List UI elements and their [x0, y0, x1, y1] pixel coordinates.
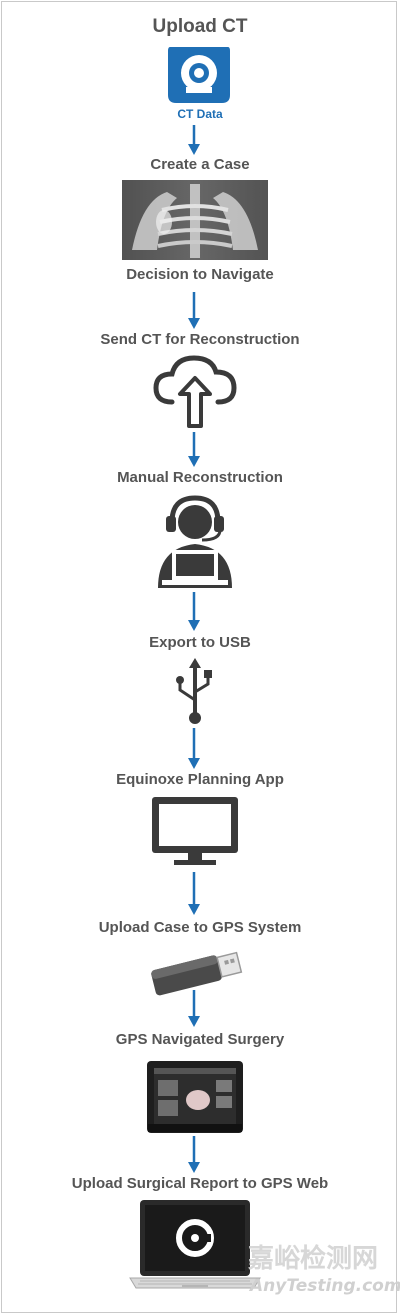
step-upload-ct: Upload CT [152, 16, 248, 37]
cloud-upload-icon [153, 355, 237, 428]
monitor-icon [152, 797, 238, 865]
flow-arrow-7 [188, 990, 200, 1027]
ct-scan-image [122, 180, 268, 260]
flow-arrow-4 [188, 592, 200, 631]
support-agent-icon [158, 495, 232, 588]
watermark-cn: 嘉峪检测网 [248, 1244, 379, 1274]
flow-arrow-3 [188, 432, 200, 467]
usb-drive-icon [151, 951, 243, 996]
flow-arrow-8 [188, 1136, 200, 1173]
flow-arrow-6 [188, 872, 200, 915]
watermark-en: AnyTesting.com [250, 1276, 400, 1296]
ct-data-label: CT Data [177, 107, 223, 121]
gps-system-image [147, 1061, 243, 1133]
step-send-ct: Send CT for Reconstruction [100, 331, 300, 348]
step-manual-reconstruction: Manual Reconstruction [117, 469, 283, 486]
flow-arrow-1 [188, 125, 200, 155]
usb-symbol-icon [176, 658, 212, 724]
step-upload-report: Upload Surgical Report to GPS Web [71, 1175, 329, 1192]
flow-arrow-2 [188, 292, 200, 329]
step-decision-navigate: Decision to Navigate [126, 266, 274, 283]
step-create-case: Create a Case [150, 156, 250, 173]
ct-scanner-icon [168, 47, 230, 103]
step-upload-case-gps: Upload Case to GPS System [98, 919, 302, 936]
step-planning-app: Equinoxe Planning App [116, 771, 284, 788]
step-export-usb: Export to USB [149, 634, 251, 651]
flow-arrow-5 [188, 728, 200, 769]
laptop-icon [129, 1200, 261, 1289]
step-gps-surgery: GPS Navigated Surgery [115, 1031, 285, 1048]
